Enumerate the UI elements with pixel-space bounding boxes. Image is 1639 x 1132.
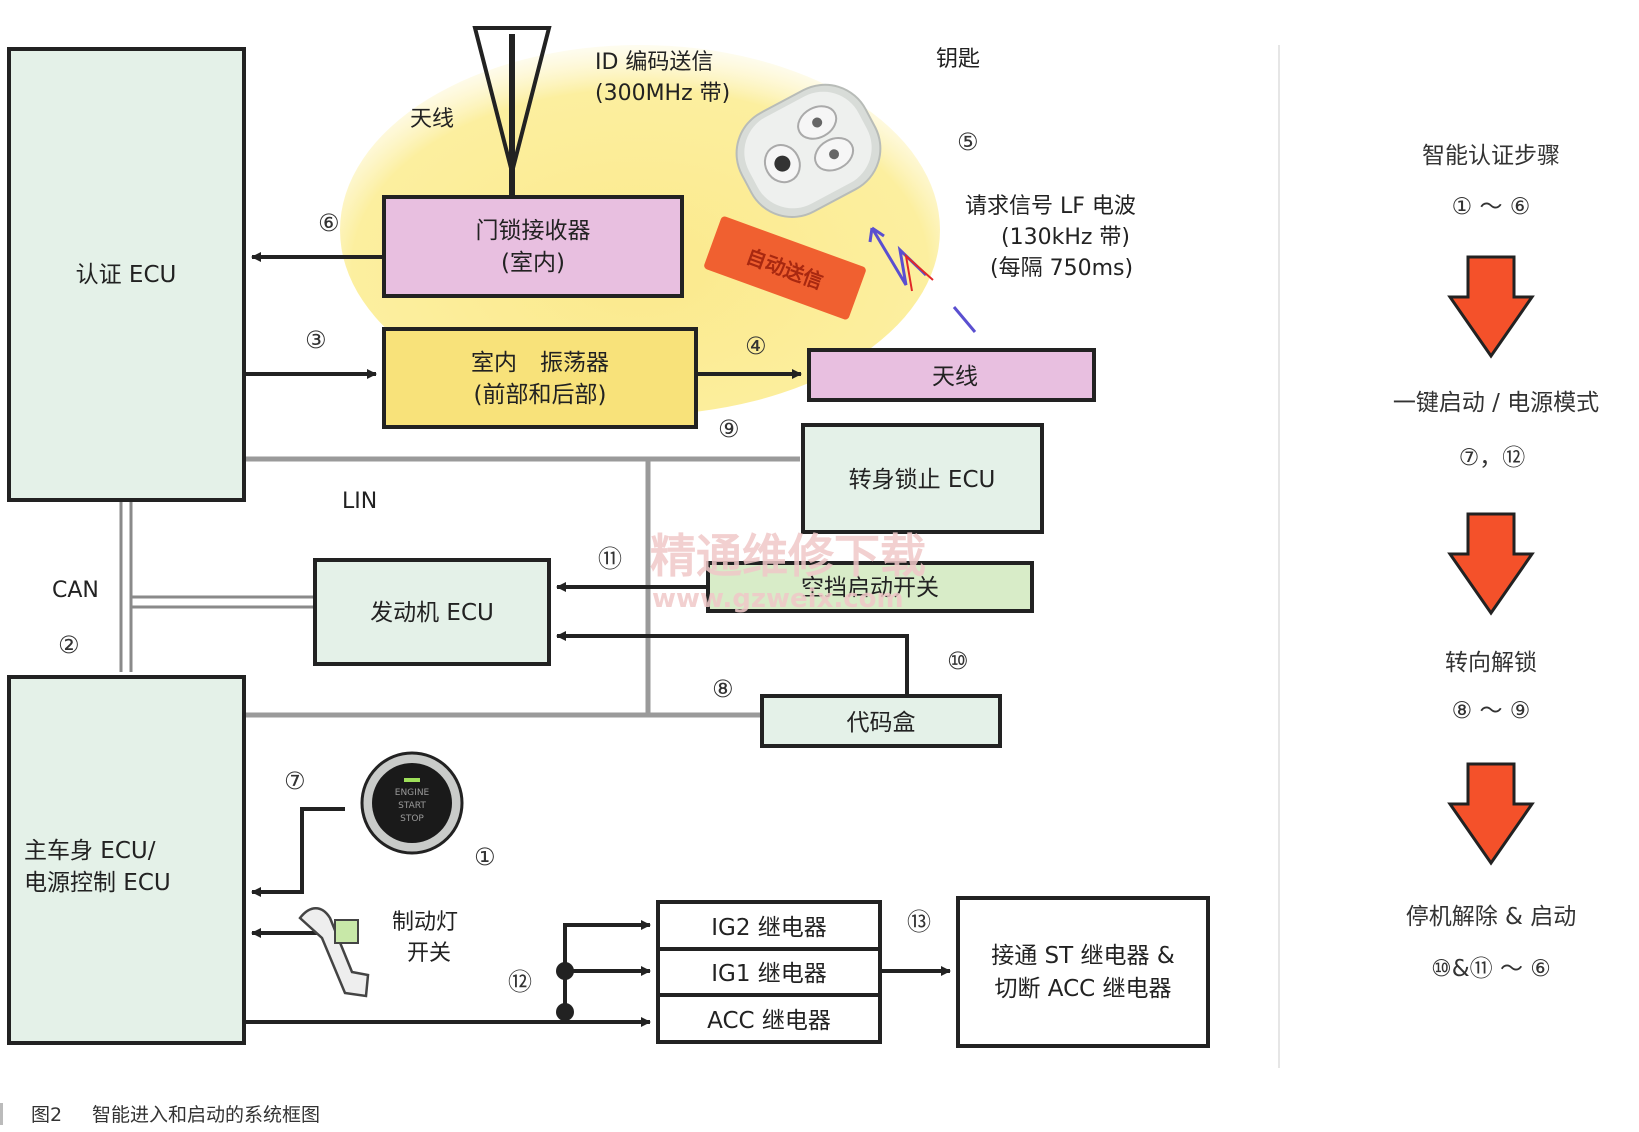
ig1-relay-label: IG1 继电器 xyxy=(711,961,827,987)
lf-wave xyxy=(868,226,977,333)
down-arrow-icon xyxy=(1447,255,1535,359)
st-relay-box: 接通 ST 继电器 & 切断 ACC 继电器 xyxy=(956,896,1210,1048)
marker-1: ① xyxy=(474,843,496,871)
antenna-box: 天线 xyxy=(807,348,1096,402)
relay-stack: IG2 继电器 IG1 继电器 ACC 继电器 xyxy=(656,900,882,1044)
marker-6: ⑥ xyxy=(318,209,340,237)
step-3-range: ⑧ ～ ⑨ xyxy=(1452,698,1531,724)
start-button-text-1: ENGINE xyxy=(395,788,430,798)
door-receiver-box: 门锁接收器 (室内) xyxy=(382,195,684,298)
start-button-text-3: STOP xyxy=(400,814,424,824)
marker-3: ③ xyxy=(305,326,327,354)
step-4-title: 停机解除 & 启动 xyxy=(1406,904,1577,930)
key-label: 钥匙 xyxy=(936,47,980,72)
marker-2: ② xyxy=(58,631,80,659)
auth-ecu-box: 认证 ECU xyxy=(7,47,246,502)
brake-switch-label-1: 制动灯 xyxy=(392,910,458,935)
id-transmit-label-2: (300MHz 带) xyxy=(595,81,730,106)
marker-7: ⑦ xyxy=(284,767,306,795)
id-transmit-label-1: ID 编码送信 xyxy=(595,50,713,75)
engine-ecu-label: 发动机 ECU xyxy=(370,600,494,626)
acc-relay-label: ACC 继电器 xyxy=(707,1008,831,1034)
engine-ecu-box: 发动机 ECU xyxy=(313,558,551,666)
marker-13: ⑬ xyxy=(907,908,931,936)
main-body-ecu-label-1: 主车身 ECU/ xyxy=(24,838,156,864)
lin-label: LIN xyxy=(342,489,377,514)
st-relay-label-1: 接通 ST 继电器 & xyxy=(991,943,1175,969)
step-1-title: 智能认证步骤 xyxy=(1422,143,1560,169)
can-label: CAN xyxy=(52,578,99,603)
step-4-range: ⑩&⑪ ～ ⑥ xyxy=(1431,956,1551,982)
signal-lines xyxy=(244,252,951,1027)
watermark: 精通维修下载 www.gzweix.com xyxy=(650,529,926,614)
steering-lock-ecu-box: 转身锁止 ECU xyxy=(801,423,1044,534)
ig2-relay-label: IG2 继电器 xyxy=(711,915,827,941)
step-markers: ⑥ ③ ④ ⑤ ⑨ ⑪ ⑩ ⑧ ② ⑦ ① ⑫ ⑬ xyxy=(58,128,979,996)
code-box: 代码盒 xyxy=(760,694,1002,748)
marker-4: ④ xyxy=(745,332,767,360)
marker-10: ⑩ xyxy=(947,647,969,675)
main-body-ecu-label-2: 电源控制 ECU xyxy=(24,870,171,896)
request-signal-label-2: (130kHz 带) xyxy=(1001,225,1130,250)
auto-send-tag: 自动送信 xyxy=(704,216,866,320)
brake-pedal-icon xyxy=(298,907,370,998)
junction-dots xyxy=(556,962,574,1021)
steering-lock-ecu-label: 转身锁止 ECU xyxy=(849,467,996,493)
oscillator-label-2: (前部和后部) xyxy=(474,382,607,408)
st-relay-label-2: 切断 ACC 继电器 xyxy=(994,976,1171,1002)
step-1-range: ① ～ ⑥ xyxy=(1452,194,1531,220)
main-body-ecu-box: 主车身 ECU/ 电源控制 ECU xyxy=(7,675,246,1045)
key-fob-icon xyxy=(735,83,882,218)
marker-5: ⑤ xyxy=(957,128,979,156)
neutral-start-switch-label: 空挡启动开关 xyxy=(801,575,939,601)
antenna-label: 天线 xyxy=(410,107,454,132)
down-arrow-icon xyxy=(1447,762,1535,866)
figure-caption: 图2 智能进入和启动的系统框图 xyxy=(0,1103,320,1126)
watermark-line-1: 精通维修下载 xyxy=(650,529,926,583)
engine-start-stop-button-icon: ENGINE START STOP xyxy=(360,751,464,855)
caption-number: 图2 xyxy=(31,1104,62,1126)
step-3-title: 转向解锁 xyxy=(1445,650,1537,676)
watermark-line-2: www.gzweix.com xyxy=(652,584,904,614)
step-2-title: 一键启动 / 电源模式 xyxy=(1393,390,1599,416)
down-arrow-icon xyxy=(1447,512,1535,616)
antenna-icon xyxy=(472,26,552,197)
marker-9: ⑨ xyxy=(718,415,740,443)
oscillator-label-1: 室内 振荡器 xyxy=(471,350,609,376)
request-signal-label-1: 请求信号 LF 电波 xyxy=(965,194,1136,219)
step-2-range: ⑦，⑫ xyxy=(1459,445,1526,471)
step-flow: 智能认证步骤 ① ～ ⑥ 一键启动 / 电源模式 ⑦，⑫ 转向解锁 ⑧ ～ ⑨ … xyxy=(1393,143,1599,982)
marker-11: ⑪ xyxy=(598,545,622,573)
door-receiver-label-1: 门锁接收器 xyxy=(476,218,591,244)
can-bus xyxy=(119,500,315,672)
brake-switch-label-2: 开关 xyxy=(407,941,451,966)
marker-12: ⑫ xyxy=(508,968,532,996)
door-receiver-label-2: (室内) xyxy=(501,250,565,276)
request-signal-label-3: (每隔 750ms) xyxy=(990,256,1133,281)
caption-text: 智能进入和启动的系统框图 xyxy=(92,1104,320,1126)
oscillator-box: 室内 振荡器 (前部和后部) xyxy=(382,327,698,429)
auth-ecu-label: 认证 ECU xyxy=(76,262,177,288)
start-button-text-2: START xyxy=(398,801,426,811)
code-box-label: 代码盒 xyxy=(847,710,916,736)
antenna-box-label: 天线 xyxy=(932,364,978,390)
marker-8: ⑧ xyxy=(712,675,734,703)
